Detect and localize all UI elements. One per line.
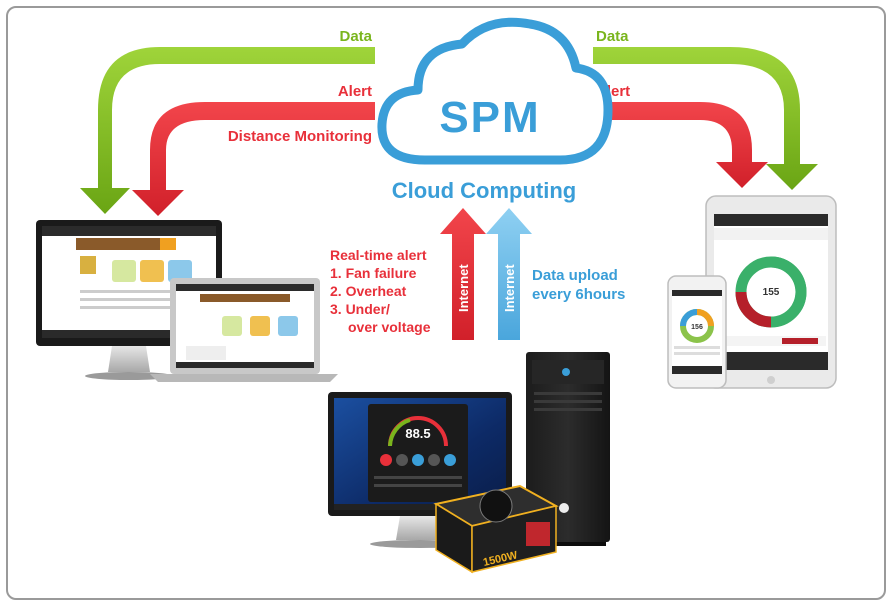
data-upload-text: Data upload every 6hours	[532, 266, 625, 304]
left-alert-label: Alert	[338, 83, 372, 100]
internet-upload-arrow	[486, 208, 532, 340]
cloud-title: SPM	[439, 93, 540, 142]
left-data-arrow	[80, 47, 375, 214]
distance-monitoring-label: Distance Monitoring	[228, 128, 372, 145]
power-supply	[433, 484, 559, 574]
tablet-reading: 155	[763, 287, 780, 298]
left-alert-arrow	[132, 102, 375, 216]
phone	[667, 275, 727, 389]
phone-reading: 156	[691, 324, 703, 331]
cloud-subtitle: Cloud Computing	[392, 178, 577, 203]
left-data-label: Data	[339, 28, 372, 45]
internet-upload-label: Internet	[502, 264, 517, 312]
cloud-icon	[377, 17, 613, 165]
alert-item-overheat: 2. Overheat	[330, 283, 407, 299]
upload-line-1: Data upload	[532, 267, 618, 284]
internet-alert-arrow	[440, 208, 486, 340]
right-data-label: Data	[596, 28, 629, 45]
laptop	[150, 278, 338, 382]
alert-item-over-voltage: over voltage	[348, 319, 431, 335]
internet-alert-label: Internet	[456, 264, 471, 312]
realtime-alert-heading: Real-time alert	[330, 247, 427, 263]
app-reading: 88.5	[405, 426, 430, 441]
upload-line-2: every 6hours	[532, 286, 626, 303]
right-data-arrow	[593, 47, 818, 190]
alert-item-under: 3. Under/	[330, 301, 390, 317]
realtime-alert-list: Real-time alert 1. Fan failure 2. Overhe…	[330, 246, 430, 336]
pc-case	[526, 352, 610, 546]
tablet	[705, 195, 837, 389]
alert-item-fan: 1. Fan failure	[330, 265, 417, 281]
right-alert-arrow	[593, 102, 768, 188]
center-monitor	[328, 392, 512, 548]
